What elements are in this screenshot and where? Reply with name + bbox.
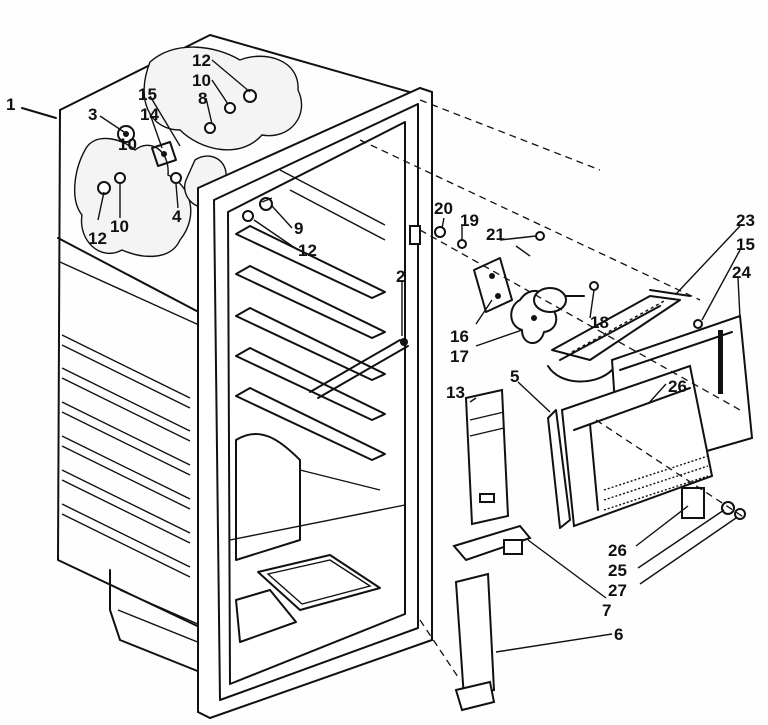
leader-lines [21, 59, 741, 653]
callout-12: 12 [88, 229, 107, 248]
liner-shelf-ribs [235, 169, 386, 461]
drain-trough-6 [454, 572, 496, 712]
callout-24: 24 [732, 263, 751, 282]
callout-21: 21 [486, 225, 505, 244]
cabinet-door-frame [197, 86, 433, 720]
callout-labels: 1 3 15 14 12 10 8 10 12 10 4 9 12 2 20 1… [6, 51, 755, 644]
callout-14: 14 [140, 105, 159, 124]
callout-10: 10 [118, 135, 137, 154]
callout-13: 13 [446, 383, 465, 402]
callout-26: 26 [668, 377, 687, 396]
callout-19: 19 [460, 211, 479, 230]
callout-15: 15 [138, 85, 157, 104]
callout-12: 12 [192, 51, 211, 70]
callout-18: 18 [590, 313, 609, 332]
callout-25: 25 [608, 561, 627, 580]
callout-7: 7 [602, 601, 611, 620]
refrigerator-cabinet [57, 34, 421, 677]
callout-10: 10 [192, 71, 211, 90]
callout-6: 6 [614, 625, 623, 644]
callout-4: 4 [172, 207, 182, 226]
callout-16: 16 [450, 327, 469, 346]
callout-8: 8 [198, 89, 207, 108]
control-fasteners [97, 89, 273, 222]
callout-20: 20 [434, 199, 453, 218]
fan-shroud [547, 289, 703, 383]
assembly-guide-lines [359, 99, 746, 681]
evaporator-panel [547, 364, 746, 529]
insulation-strip-7 [452, 524, 532, 562]
fan-motor-assembly [434, 226, 599, 344]
callout-2: 2 [396, 267, 405, 286]
callout-5: 5 [510, 367, 519, 386]
callout-17: 17 [450, 347, 469, 366]
callout-15: 15 [736, 235, 755, 254]
callout-23: 23 [736, 211, 755, 230]
callout-10: 10 [110, 217, 129, 236]
callout-26: 26 [608, 541, 627, 560]
callout-27: 27 [608, 581, 627, 600]
callout-3: 3 [88, 105, 97, 124]
callout-12: 12 [298, 241, 317, 260]
callout-9: 9 [294, 219, 303, 238]
callout-1: 1 [6, 95, 15, 114]
air-duct-13 [464, 388, 510, 526]
